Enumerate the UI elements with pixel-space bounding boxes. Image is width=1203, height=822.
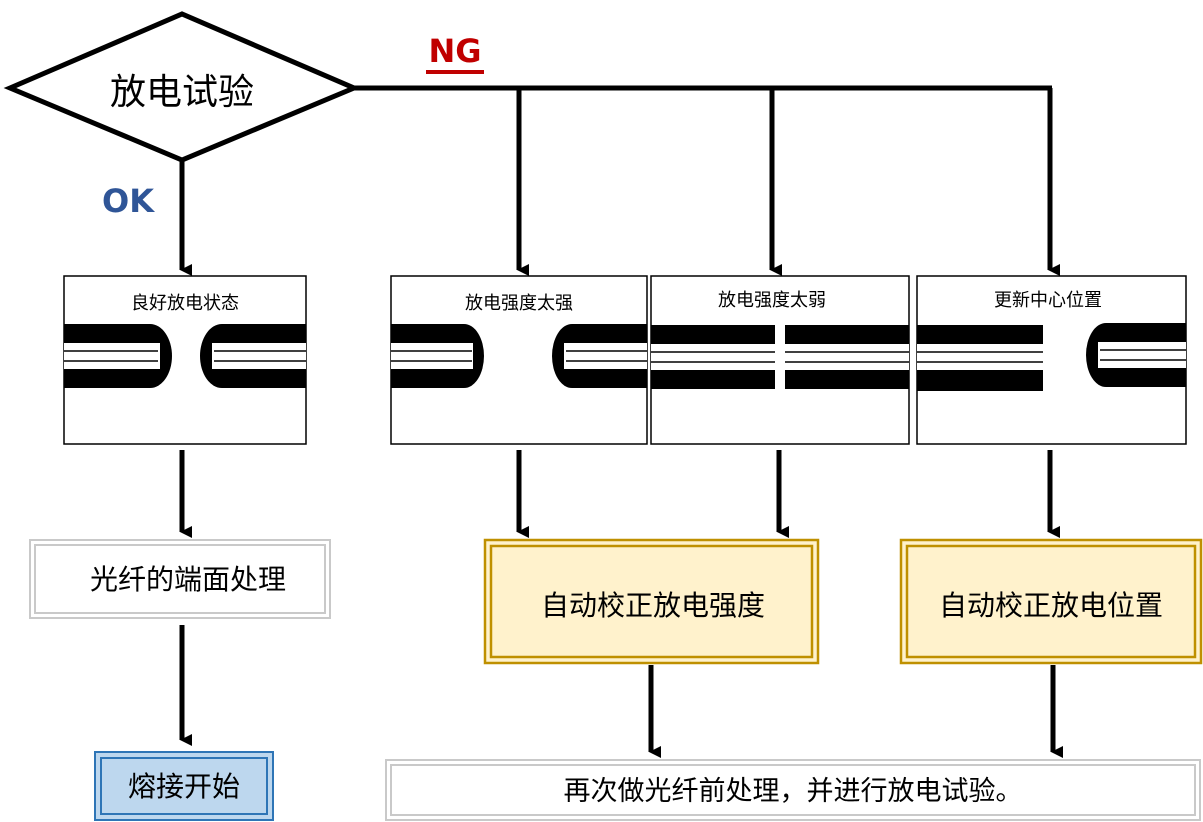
step-redo-label: 再次做光纤前处理，并进行放电试验。 [564,776,1023,807]
step-calibrate-strength-label: 自动校正放电强度 [541,589,765,622]
decision-label: 放电试验 [110,72,254,113]
step-splice-start-label: 熔接开始 [128,770,240,803]
state-title-good: 良好放电状态 [131,293,239,314]
state-title-center-position: 更新中心位置 [994,290,1102,311]
state-box-good: 良好放电状态 [63,275,307,445]
state-title-too-weak: 放电强度太弱 [718,290,826,311]
step-splice-start: 熔接开始 [94,751,274,821]
state-box-too-strong: 放电强度太强 [390,275,648,445]
ng-label: NG [428,32,481,70]
fiber-illustration-center-position [917,323,1186,391]
step-end-face-label: 光纤的端面处理 [90,563,286,596]
fiber-illustration-too-weak [651,325,909,389]
state-title-too-strong: 放电强度太强 [465,293,573,314]
step-redo: 再次做光纤前处理，并进行放电试验。 [385,759,1201,821]
connectors [179,85,1063,758]
state-box-center-position: 更新中心位置 [916,275,1187,445]
decision-node: 放电试验 [3,11,361,163]
step-auto-calibrate-strength: 自动校正放电强度 [483,538,820,665]
state-box-too-weak: 放电强度太弱 [650,275,910,445]
fiber-illustration-good [64,324,306,388]
step-calibrate-position-label: 自动校正放电位置 [939,589,1163,622]
step-end-face-treatment: 光纤的端面处理 [29,539,331,619]
ok-label: OK [102,182,155,220]
fiber-illustration-too-strong [391,324,647,388]
step-auto-calibrate-position: 自动校正放电位置 [899,538,1203,665]
